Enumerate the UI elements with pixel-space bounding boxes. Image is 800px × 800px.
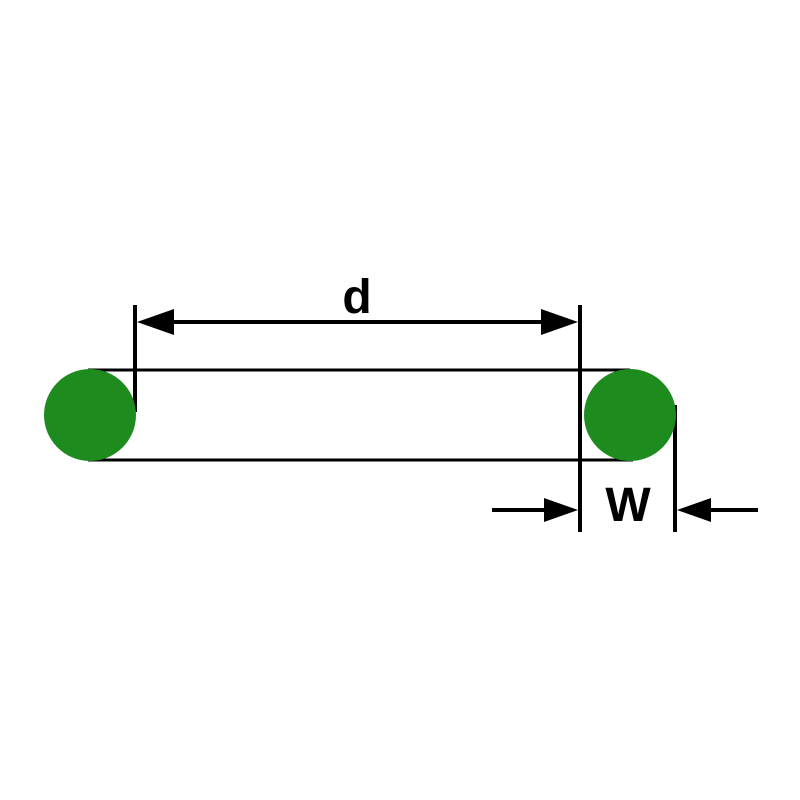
oring-cross-section-right xyxy=(584,369,676,461)
d-arrowhead-left-icon xyxy=(137,309,174,335)
oring-cross-section-left xyxy=(44,369,136,461)
inner-diameter-label: d xyxy=(342,271,371,324)
d-arrowhead-right-icon xyxy=(541,309,578,335)
w-arrowhead-left-icon xyxy=(544,498,578,522)
cross-section-width-label: W xyxy=(605,479,651,532)
w-arrowhead-right-icon xyxy=(677,498,711,522)
